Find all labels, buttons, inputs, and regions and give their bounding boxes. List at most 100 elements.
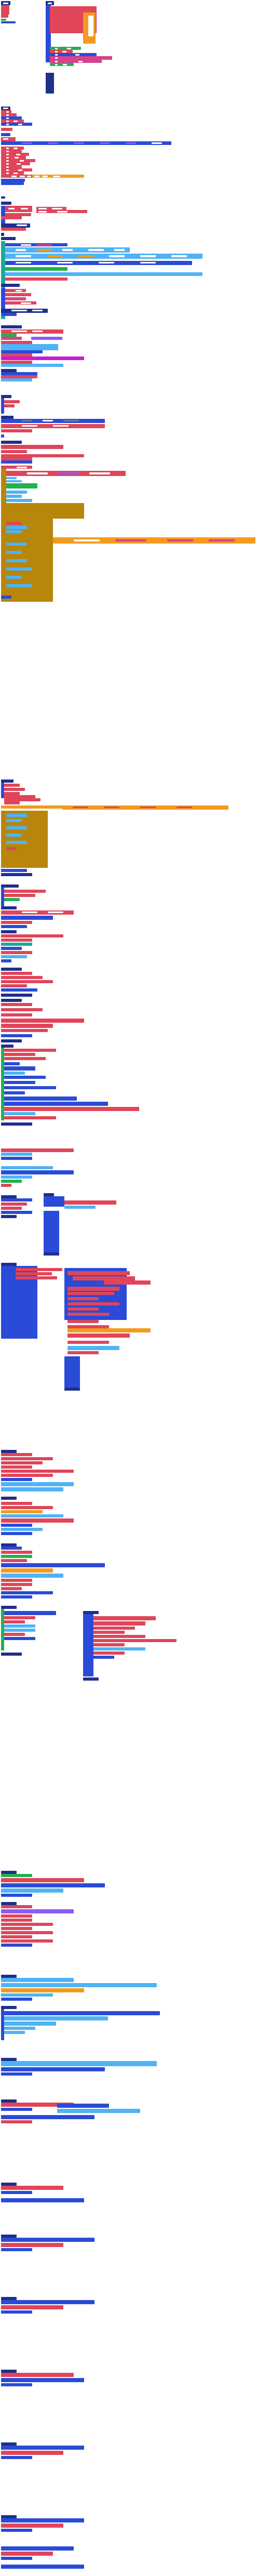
procedure-block[interactable] [1, 1883, 105, 1887]
set-block[interactable] [1, 1579, 32, 1582]
set-block[interactable] [67, 1307, 99, 1311]
set-variable-row[interactable] [1, 171, 24, 175]
procedure-block[interactable] [4, 1637, 35, 1640]
set-block[interactable] [1, 1013, 32, 1016]
procedure-block[interactable] [1, 1034, 32, 1037]
statement-row[interactable] [50, 60, 102, 63]
procedure-block[interactable] [1, 372, 37, 375]
expression-block[interactable] [6, 477, 17, 479]
set-block[interactable] [93, 1639, 177, 1642]
procedure-block[interactable] [1, 1478, 32, 1481]
set-block[interactable] [1, 1935, 32, 1938]
set-block[interactable] [6, 522, 22, 525]
procedure-block[interactable] [1, 2383, 32, 2386]
set-block[interactable] [1, 2120, 32, 2123]
event-hat-block[interactable] [1, 2183, 17, 2186]
event-hat-block[interactable] [1, 1263, 17, 1266]
set-block[interactable] [4, 400, 20, 403]
loop-body-slot[interactable] [88, 16, 93, 36]
set-block[interactable] [36, 207, 66, 210]
expression-block[interactable] [4, 2022, 56, 2026]
set-variable-row[interactable] [1, 11, 9, 15]
set-block[interactable] [93, 1652, 125, 1655]
value-block[interactable] [1, 1510, 43, 1513]
event-hat-block[interactable] [1, 999, 22, 1002]
procedure-block[interactable] [1, 2378, 84, 2382]
expression-block[interactable] [1, 1153, 32, 1156]
variable-block-input-slot[interactable] [27, 175, 31, 177]
event-hat-block[interactable] [1, 196, 5, 199]
set-block-input-slot[interactable] [8, 208, 15, 209]
expression-block[interactable] [6, 551, 22, 554]
event-hat-block[interactable] [1, 202, 11, 205]
set-block-input-slot[interactable] [21, 208, 28, 209]
procedure-block[interactable] [1, 1211, 32, 1214]
set-variable-row[interactable] [1, 15, 8, 18]
expression-block[interactable] [6, 530, 22, 533]
set-variable-row-input-slot[interactable] [13, 120, 18, 122]
text-block[interactable] [5, 297, 26, 300]
expression-block[interactable] [4, 2031, 25, 2034]
procedure-block[interactable] [1, 434, 4, 438]
set-block[interactable] [1, 976, 43, 979]
set-variable-row-input-slot[interactable] [15, 156, 19, 158]
expression-block[interactable] [1, 1983, 157, 1987]
procedure-block[interactable] [4, 1097, 77, 1101]
expression-block[interactable] [6, 559, 27, 562]
set-block[interactable] [1, 450, 27, 453]
expression-block[interactable] [6, 495, 22, 498]
set-block[interactable] [1, 1506, 53, 1509]
procedure-block[interactable] [1, 2072, 32, 2076]
set-block[interactable] [1, 2451, 63, 2455]
set-block-input-slot[interactable] [53, 425, 69, 427]
expression-block[interactable] [1, 1528, 43, 1531]
expression-block[interactable] [1, 1978, 74, 1982]
procedure-block[interactable] [1, 179, 25, 182]
statement-row-input-slot[interactable] [55, 47, 58, 49]
set-block[interactable] [1, 466, 32, 469]
set-block[interactable] [1, 429, 32, 432]
expression-block[interactable] [1, 1487, 63, 1491]
set-block[interactable] [1, 921, 32, 924]
procedure-block-input-slot[interactable] [16, 262, 31, 263]
set-block[interactable] [4, 894, 35, 897]
set-variable-row-input-slot[interactable] [6, 166, 9, 168]
set-block[interactable] [5, 289, 26, 292]
set-block[interactable] [1, 445, 63, 449]
expression-block[interactable] [1, 1175, 32, 1179]
set-block[interactable] [1, 2524, 63, 2528]
set-variable-row[interactable] [1, 5, 9, 8]
expression-block[interactable] [64, 1206, 96, 1209]
expression-block[interactable] [4, 2027, 35, 2030]
set-variable-row-input-slot[interactable] [13, 147, 18, 149]
set-block[interactable] [1, 1923, 53, 1926]
procedure-block[interactable] [93, 1656, 114, 1659]
event-hat-block[interactable] [1, 1195, 17, 1198]
logic-block[interactable] [1, 334, 17, 337]
procedure-block[interactable] [1, 2310, 32, 2314]
set-block[interactable] [1, 980, 53, 983]
set-block[interactable] [1, 1914, 32, 1918]
set-block[interactable] [6, 847, 17, 850]
event-hat-block[interactable] [1, 1902, 17, 1905]
value-block-input-slot[interactable] [73, 807, 88, 808]
value-block[interactable] [53, 537, 255, 544]
set-block[interactable] [1, 1203, 27, 1206]
procedure-block[interactable] [5, 243, 67, 246]
set-block[interactable] [1, 1465, 32, 1469]
set-block[interactable] [67, 1325, 109, 1328]
set-block[interactable] [1, 1905, 32, 1908]
value-block-input-slot[interactable] [104, 807, 119, 808]
logic-block[interactable] [1, 1180, 22, 1183]
statement-row[interactable] [50, 53, 97, 56]
set-block[interactable] [1, 939, 32, 942]
set-block[interactable] [73, 1276, 135, 1280]
set-block[interactable] [4, 1107, 139, 1111]
procedure-block-input-slot[interactable] [140, 262, 156, 263]
set-variable-row[interactable] [1, 8, 9, 11]
set-block[interactable] [1, 1502, 32, 1505]
set-variable-row[interactable] [1, 156, 26, 159]
procedure-block-input-slot[interactable] [57, 262, 73, 263]
statement-row-input-slot[interactable] [55, 50, 58, 52]
expression-block[interactable] [1, 1574, 63, 1578]
